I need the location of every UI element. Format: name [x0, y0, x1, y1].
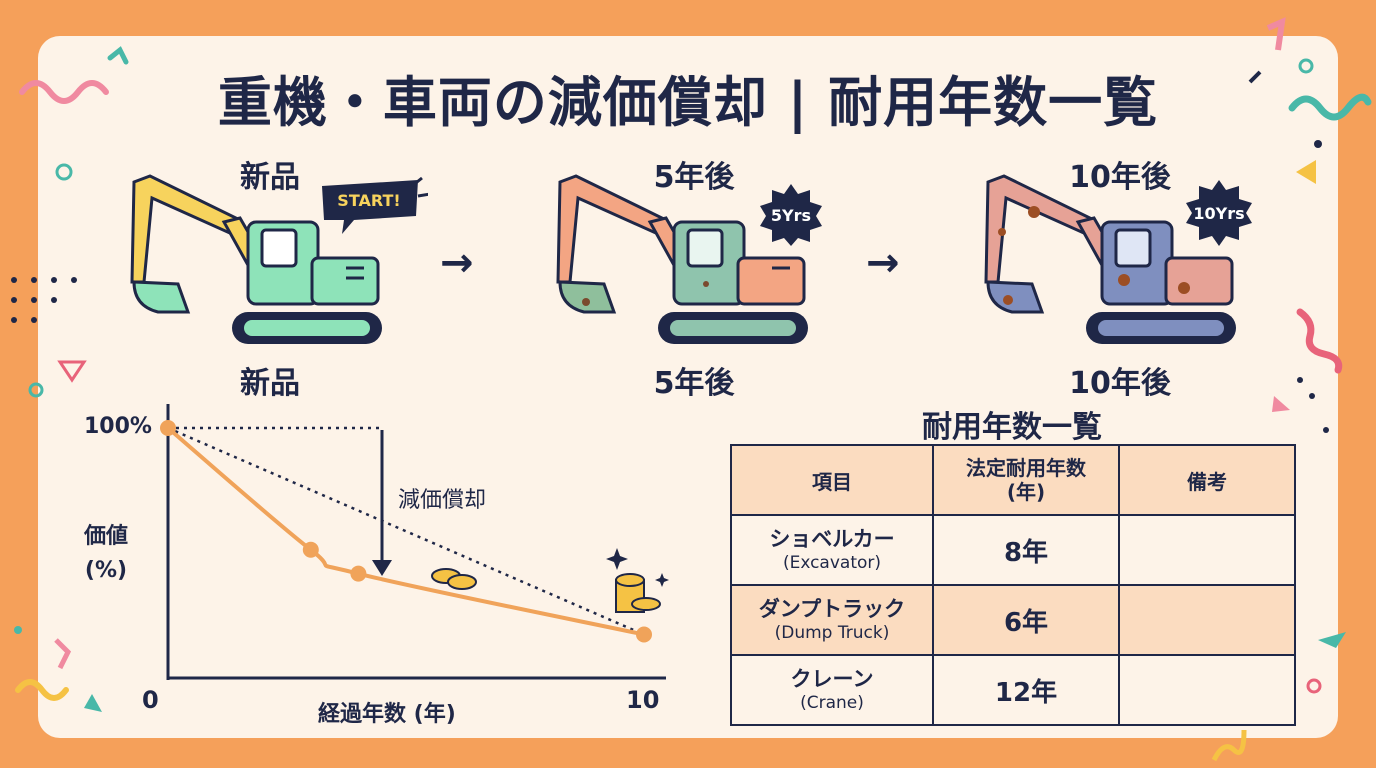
item-jp: ダンプトラック	[758, 597, 906, 621]
sparkle-icon	[606, 548, 669, 587]
arrow-right-icon: →	[866, 240, 900, 286]
table-header-row: 項目 法定耐用年数 (年) 備考	[730, 444, 1296, 516]
item-jp: クレーン	[790, 667, 874, 691]
item-jp: ショベルカー	[769, 527, 895, 551]
x-tick-10: 10	[626, 686, 660, 714]
arrow-right-icon: →	[440, 240, 474, 286]
y-axis-label: 価値 (%)	[84, 524, 129, 583]
excavator-new-icon	[130, 174, 382, 344]
table-row: クレーン (Crane) 12年	[730, 654, 1296, 726]
item-cell: ダンプトラック (Dump Truck)	[730, 584, 934, 656]
item-cell: クレーン (Crane)	[730, 654, 934, 726]
header-legal-life: 法定耐用年数 (年)	[932, 444, 1120, 516]
excavator-5y-icon	[556, 174, 808, 344]
start-badge: START!	[337, 190, 401, 210]
data-point-3	[636, 626, 652, 643]
years-cell: 8年	[932, 514, 1120, 586]
page-title: 重機・車両の減価償却 | 耐用年数一覧	[217, 71, 1159, 134]
item-en: (Dump Truck)	[774, 623, 890, 643]
years-cell: 12年	[932, 654, 1120, 726]
coins-icon	[431, 568, 661, 613]
data-point-0	[160, 420, 176, 436]
depreciation-annotation: 減価償却	[398, 488, 487, 513]
header-item: 項目	[730, 444, 934, 516]
item-en: (Excavator)	[782, 553, 882, 573]
table-title: 耐用年数一覧	[922, 410, 1102, 445]
years-cell: 6年	[932, 584, 1120, 656]
notes-cell	[1118, 584, 1296, 656]
data-point-1	[302, 541, 319, 558]
data-point-2	[350, 565, 367, 582]
reference-line	[167, 426, 645, 636]
table-row: ショベルカー (Excavator) 8年	[730, 514, 1296, 586]
stage-new-label-bottom: 新品	[240, 366, 300, 401]
notes-cell	[1118, 514, 1296, 586]
item-cell: ショベルカー (Excavator)	[730, 514, 934, 586]
stage-5y-label-top: 5年後	[653, 160, 735, 195]
years-badge-5: 5Yrs	[770, 205, 812, 225]
years-badge-10: 10Yrs	[1193, 203, 1245, 223]
value-line	[166, 426, 645, 637]
table-row: ダンプトラック (Dump Truck) 6年	[730, 584, 1296, 656]
y-tick-100: 100%	[84, 414, 152, 439]
stage-5y-label-bottom: 5年後	[653, 366, 735, 401]
x-axis-label: 経過年数 (年)	[318, 702, 456, 727]
x-tick-0: 0	[142, 686, 159, 714]
excavator-10y-icon	[984, 174, 1236, 344]
stage-new-label-top: 新品	[240, 160, 300, 195]
depreciation-arrowhead	[372, 560, 392, 576]
notes-cell	[1118, 654, 1296, 726]
item-en: (Crane)	[800, 693, 864, 713]
header-notes: 備考	[1118, 444, 1296, 516]
stage-10y-label-top: 10年後	[1069, 160, 1171, 195]
stage-10y-label-bottom: 10年後	[1069, 366, 1171, 401]
useful-life-table: 項目 法定耐用年数 (年) 備考 ショベルカー (Excavator) 8年 ダ…	[730, 444, 1296, 726]
